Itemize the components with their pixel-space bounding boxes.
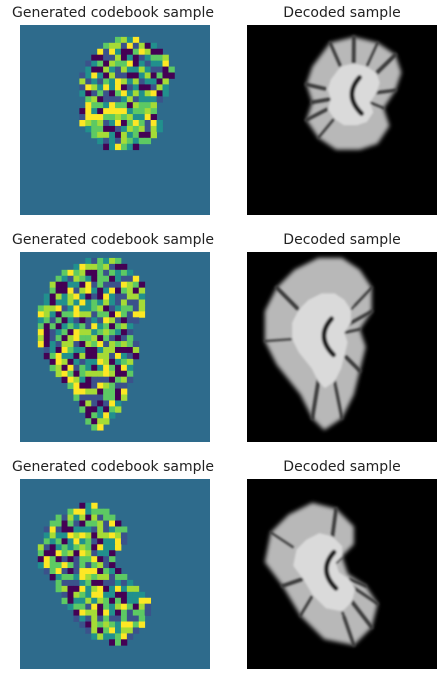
decoded-sample-image-2 — [247, 252, 437, 442]
codebook-title-1: Generated codebook sample — [12, 5, 214, 21]
decoded-title-2: Decoded sample — [283, 232, 401, 248]
codebook-sample-image-1 — [20, 25, 210, 215]
codebook-title-3: Generated codebook sample — [12, 459, 214, 475]
decoded-sample-image-3 — [247, 479, 437, 669]
decoded-title-3: Decoded sample — [283, 459, 401, 475]
decoded-sample-image-1 — [247, 25, 437, 215]
decoded-title-1: Decoded sample — [283, 5, 401, 21]
codebook-sample-image-2 — [20, 252, 210, 442]
codebook-sample-image-3 — [20, 479, 210, 669]
codebook-title-2: Generated codebook sample — [12, 232, 214, 248]
